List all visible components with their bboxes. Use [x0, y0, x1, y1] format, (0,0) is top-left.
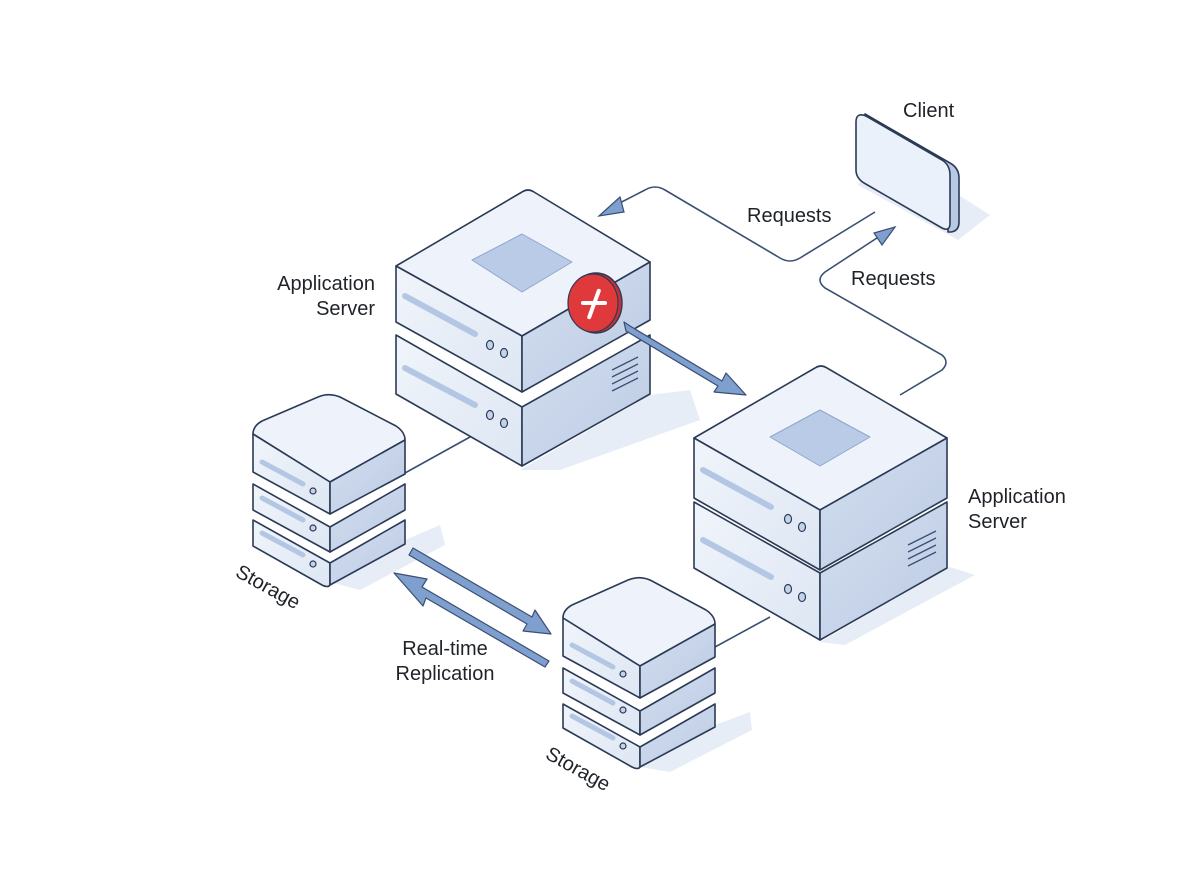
server1-led: [499, 417, 509, 429]
storage1-bar: [259, 459, 306, 487]
storage2-unit1-side: [639, 623, 716, 699]
client-screen: [855, 114, 951, 230]
server2-led: [783, 513, 793, 525]
storage2-led: [619, 670, 627, 678]
connector-app1-storage1: [404, 436, 471, 474]
server2-upper-side: [819, 437, 948, 571]
app-server-2-label-line2: Server: [968, 511, 1027, 533]
server1-led: [485, 409, 495, 421]
storage2-led: [619, 706, 627, 714]
server2-led: [797, 521, 807, 533]
server1-lower-indicator-bar: [402, 365, 478, 408]
app-server-1-label-line2: Server: [316, 298, 375, 320]
application-server-2[interactable]: [693, 365, 948, 641]
replication-arrow-backward: [393, 572, 550, 668]
client-device[interactable]: [855, 113, 960, 233]
failover-arrow: [623, 321, 747, 396]
storage2-unit3-side: [639, 703, 716, 768]
app1-shadow: [520, 390, 700, 470]
server2-top-panel: [769, 409, 871, 467]
server1-top-panel: [471, 233, 573, 293]
requests-arrowhead-to-client: [873, 225, 897, 247]
app-server-1-label-line1: Application: [277, 273, 375, 295]
replication-arrows: [393, 547, 552, 668]
server2-lower-indicator-bar: [700, 537, 774, 580]
storage1-unit1-side: [329, 439, 406, 515]
requests-label-to-client: Requests: [851, 268, 936, 290]
server1-upper-indicator-bar: [402, 293, 478, 337]
storage1-bar: [259, 530, 306, 558]
server1-led: [485, 339, 495, 351]
server1-led: [499, 347, 509, 359]
requests-path-app2-to-client: [819, 235, 947, 396]
app-server-2-label-line1: Application: [968, 486, 1066, 508]
server2-lower-side: [819, 501, 948, 641]
server2-upper-indicator-bar: [700, 467, 774, 510]
storage2-led: [619, 742, 627, 750]
server1-vent-icon: [611, 356, 639, 392]
requests-path-client-to-app1: [609, 186, 876, 262]
storage2-bar: [569, 642, 616, 670]
replication-arrow-forward: [408, 547, 552, 635]
requests-label-to-app1: Requests: [747, 205, 832, 227]
server2-led: [797, 591, 807, 603]
storage2-top: [562, 576, 716, 667]
server2-vent-icon: [907, 530, 937, 567]
storage-1[interactable]: [252, 393, 406, 588]
storage1-unit2-side: [329, 483, 406, 553]
replication-label-line1: Real-time: [402, 638, 488, 660]
requests-arrowhead-to-app1: [597, 195, 625, 217]
replication-label-line2: Replication: [395, 663, 495, 685]
client-label: Client: [903, 100, 955, 122]
storage1-top: [252, 393, 406, 483]
server1-lower-side: [521, 334, 651, 467]
storage1-led: [309, 487, 317, 495]
error-x-icon[interactable]: [567, 272, 623, 334]
storage1-led: [309, 560, 317, 568]
storage1-led: [309, 524, 317, 532]
storage1-unit3-side: [329, 519, 406, 586]
connector-app2-storage2: [714, 616, 771, 648]
storage-2[interactable]: [562, 576, 716, 770]
storage2-bar: [569, 678, 616, 706]
storage2-shadow: [640, 712, 752, 772]
storage2-unit2-side: [639, 667, 716, 736]
storage1-bar: [259, 495, 306, 523]
connectors: [404, 186, 947, 648]
storage1-shadow: [330, 525, 445, 590]
server2-led: [783, 583, 793, 595]
storage2-bar: [569, 713, 616, 741]
app2-shadow: [820, 567, 975, 645]
